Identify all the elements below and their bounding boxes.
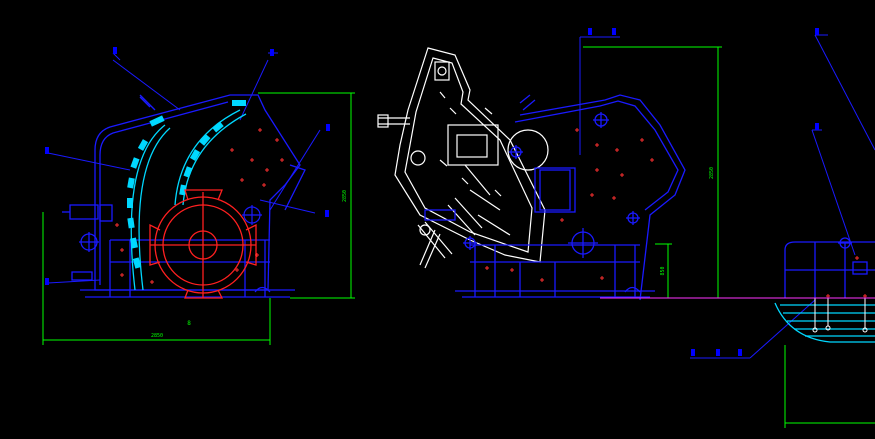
- middle-leader-tags: [588, 28, 616, 35]
- middle-leaders: [579, 36, 620, 155]
- left-rotor-shaft: [242, 205, 271, 293]
- right-partial-view: [690, 28, 875, 428]
- left-bottom-mark: 8: [187, 320, 191, 327]
- middle-bolt-marks: [485, 128, 654, 282]
- right-housing: [784, 237, 875, 298]
- left-bolt-marks: [115, 128, 284, 284]
- middle-main-housing: [424, 94, 686, 301]
- left-dimensions: [42, 92, 355, 345]
- right-dimensions: [784, 345, 875, 428]
- left-side-view: 2850 2850 8: [42, 47, 355, 345]
- left-leaders: [47, 52, 321, 284]
- left-width-label: 2850: [151, 333, 163, 339]
- right-red-marks: [826, 256, 867, 298]
- right-leaders: [690, 34, 875, 359]
- left-height-label: 2850: [342, 190, 348, 202]
- middle-small-height-label: 850: [660, 266, 666, 275]
- middle-height-label: 2850: [709, 167, 715, 179]
- middle-side-view: 2850 850: [377, 28, 770, 301]
- right-leader-tags: [691, 28, 819, 356]
- left-leader-tags: [45, 47, 330, 285]
- left-rotor: [149, 189, 257, 299]
- right-bolts: [812, 298, 868, 333]
- left-impact-liners: [127, 100, 247, 291]
